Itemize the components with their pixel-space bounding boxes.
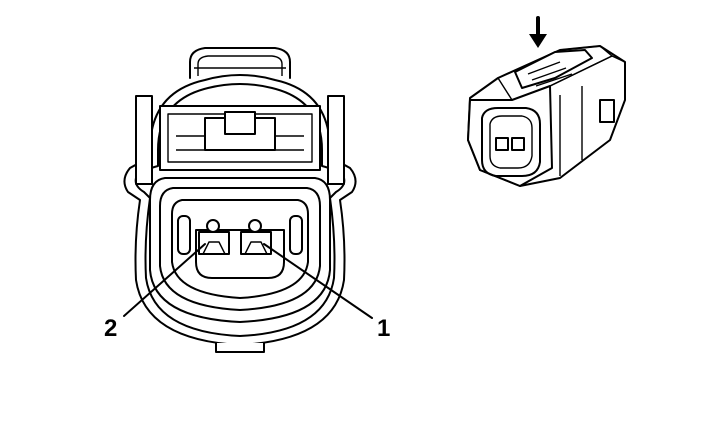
iso-latch-rib-1 — [527, 61, 561, 75]
terminal-block — [195, 229, 285, 279]
left-keyway-slot — [177, 215, 191, 255]
connector-front-view: 2 1 — [104, 47, 390, 353]
latch-button — [224, 111, 256, 135]
housing-mid-outline — [134, 83, 346, 337]
terminal-shroud — [171, 199, 309, 299]
leader-line-pin-2 — [123, 243, 206, 317]
top-latch-outer — [189, 47, 291, 79]
latch-window-inner — [167, 113, 313, 163]
right-guide-post — [327, 95, 345, 185]
left-guide-post — [135, 95, 153, 185]
iso-terminal-right — [511, 137, 525, 151]
terminal-pin-2 — [198, 219, 230, 255]
iso-latch-rib-2 — [531, 67, 567, 81]
iso-front-cavity — [489, 115, 533, 169]
bottom-tab — [215, 343, 265, 353]
connector-isometric-view — [467, 16, 626, 187]
leader-line-pin-1 — [263, 243, 373, 319]
mating-face-inner — [159, 187, 321, 311]
pin-label-1: 1 — [377, 315, 390, 342]
pin-label-2: 2 — [104, 315, 117, 342]
iso-front-rim — [481, 107, 541, 177]
iso-latch-rib-3 — [535, 73, 573, 87]
right-keyway-slot — [289, 215, 303, 255]
iso-terminal-left — [495, 137, 509, 151]
mating-face-outer — [149, 177, 331, 323]
down-arrow-icon — [529, 16, 547, 48]
housing-outer-outline — [123, 74, 357, 346]
iso-side-face — [549, 55, 626, 179]
terminal-pin-1 — [240, 219, 272, 255]
iso-side-window — [599, 99, 615, 123]
top-latch-inner — [197, 55, 283, 76]
